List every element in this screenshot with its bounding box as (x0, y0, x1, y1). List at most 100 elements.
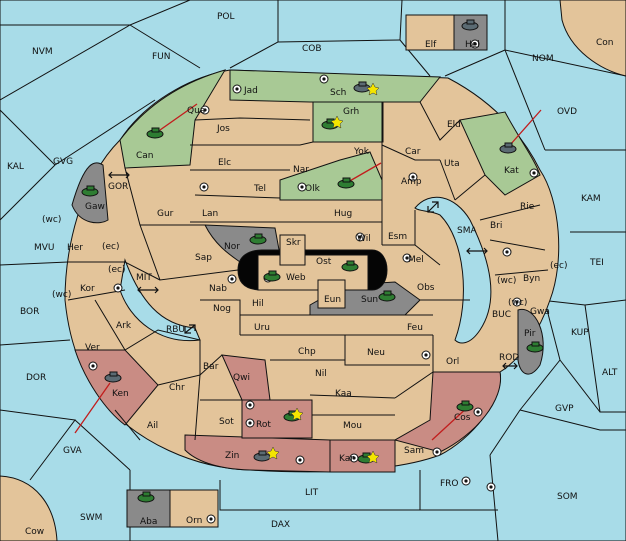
label-kam: KAM (581, 194, 601, 204)
label-wil: Wil (357, 234, 371, 244)
army-ost (341, 260, 359, 272)
label-fro: FRO (440, 479, 459, 489)
label-coast-wc-her: (wc) (42, 215, 61, 225)
label-bor: BOR (20, 307, 39, 317)
label-gaw: Gaw (85, 202, 105, 212)
army-gaw (81, 185, 99, 197)
label-coast-wc-byn: (wc) (497, 276, 516, 286)
label-yok: Yok (353, 147, 370, 157)
label-ken: Ken (112, 389, 129, 399)
label-nog: Nog (213, 304, 231, 314)
label-gvg: GVG (53, 157, 73, 167)
label-kup: KUP (571, 328, 589, 338)
region-cos-sam[interactable] (393, 371, 502, 453)
army-sun (378, 290, 396, 302)
label-coast-wc-kor: (wc) (52, 290, 71, 300)
label-gwa: Gwa (530, 307, 550, 317)
label-obs: Obs (417, 283, 435, 293)
army-can (146, 127, 164, 139)
army-web (263, 270, 281, 282)
label-fun: FUN (152, 52, 171, 62)
label-nil: Nil (315, 369, 327, 379)
label-kaa: Kaa (335, 389, 352, 399)
label-gvp: GVP (555, 404, 574, 414)
army-ken (104, 371, 122, 383)
label-swm: SWM (80, 513, 102, 523)
label-esm: Esm (388, 232, 407, 242)
label-neu: Neu (367, 348, 385, 358)
label-ark: Ark (116, 321, 132, 331)
label-nar: Nar (293, 165, 309, 175)
label-elf: Elf (425, 40, 437, 50)
region-eun[interactable] (317, 279, 346, 309)
label-rod: ROD (499, 353, 519, 363)
label-chr: Chr (169, 383, 185, 393)
label-rie: Rie (520, 202, 535, 212)
label-kor: Kor (80, 284, 95, 294)
label-tel: Tel (253, 184, 266, 194)
region-qwi[interactable] (221, 354, 271, 401)
label-mit: MIT (136, 273, 152, 283)
label-hel: Hel (465, 40, 480, 50)
label-amp: Amp (401, 177, 422, 187)
label-nvm: NVM (32, 47, 53, 57)
label-coast-ec-kor: (ec) (108, 265, 126, 275)
label-jos: Jos (216, 124, 230, 134)
region-kat[interactable] (459, 111, 541, 196)
label-tei: TEI (589, 258, 604, 268)
army-olk (337, 177, 355, 189)
label-alt: ALT (602, 368, 618, 378)
region-skr[interactable] (279, 234, 306, 266)
label-chp: Chp (298, 347, 316, 357)
order-arrow (509, 109, 542, 146)
crossing-arrows (108, 171, 518, 370)
label-ver: Ver (85, 343, 100, 353)
label-qwi: Qwi (233, 373, 250, 383)
army-cos (456, 400, 474, 412)
label-cob: COB (302, 44, 322, 54)
label-gva: GVA (63, 446, 83, 456)
label-kal: KAL (7, 162, 24, 172)
label-jad: Jad (243, 86, 258, 96)
label-coast-ec-her: (ec) (102, 242, 120, 252)
label-her: Her (67, 243, 83, 253)
label-buc: BUC (492, 310, 511, 320)
army-kat (499, 142, 517, 154)
label-nom: NOM (532, 54, 554, 64)
label-coast-ec-byn: (ec) (550, 261, 568, 271)
label-kar: Kar (339, 454, 354, 464)
label-ovd: OVD (557, 107, 577, 117)
region-labels: POL NVM FUN COB NOM Con OVD KAL GVG GOR … (7, 12, 618, 537)
units (81, 19, 544, 503)
label-pir: Pir (524, 329, 536, 339)
label-cow: Cow (25, 527, 44, 537)
label-hil: Hil (252, 299, 264, 309)
label-zin: Zin (225, 451, 239, 461)
label-bar: Bar (203, 362, 219, 372)
label-elc: Elc (218, 158, 231, 168)
province-borders (67, 101, 549, 441)
label-rbu: RBU (166, 325, 185, 335)
label-sap: Sap (195, 253, 212, 263)
label-skr: Skr (286, 238, 301, 248)
label-orn: Orn (186, 516, 202, 526)
inner-sea (414, 196, 492, 344)
label-pol: POL (217, 12, 235, 22)
region-pir[interactable] (517, 309, 544, 375)
label-kat: Kat (504, 166, 519, 176)
label-coast-wc-gwa: (wc) (508, 298, 527, 308)
label-sot: Sot (219, 417, 234, 427)
markers (266, 82, 380, 464)
region-elf[interactable] (405, 14, 455, 51)
label-nab: Nab (209, 284, 227, 294)
label-can: Can (136, 151, 154, 161)
label-sch: Sch (330, 88, 346, 98)
label-som: SOM (557, 492, 578, 502)
label-lit: LIT (305, 488, 319, 498)
label-orl: Orl (446, 357, 459, 367)
label-byn: Byn (523, 274, 540, 284)
label-nor: Nor (224, 242, 240, 252)
label-ail: Ail (147, 421, 158, 431)
